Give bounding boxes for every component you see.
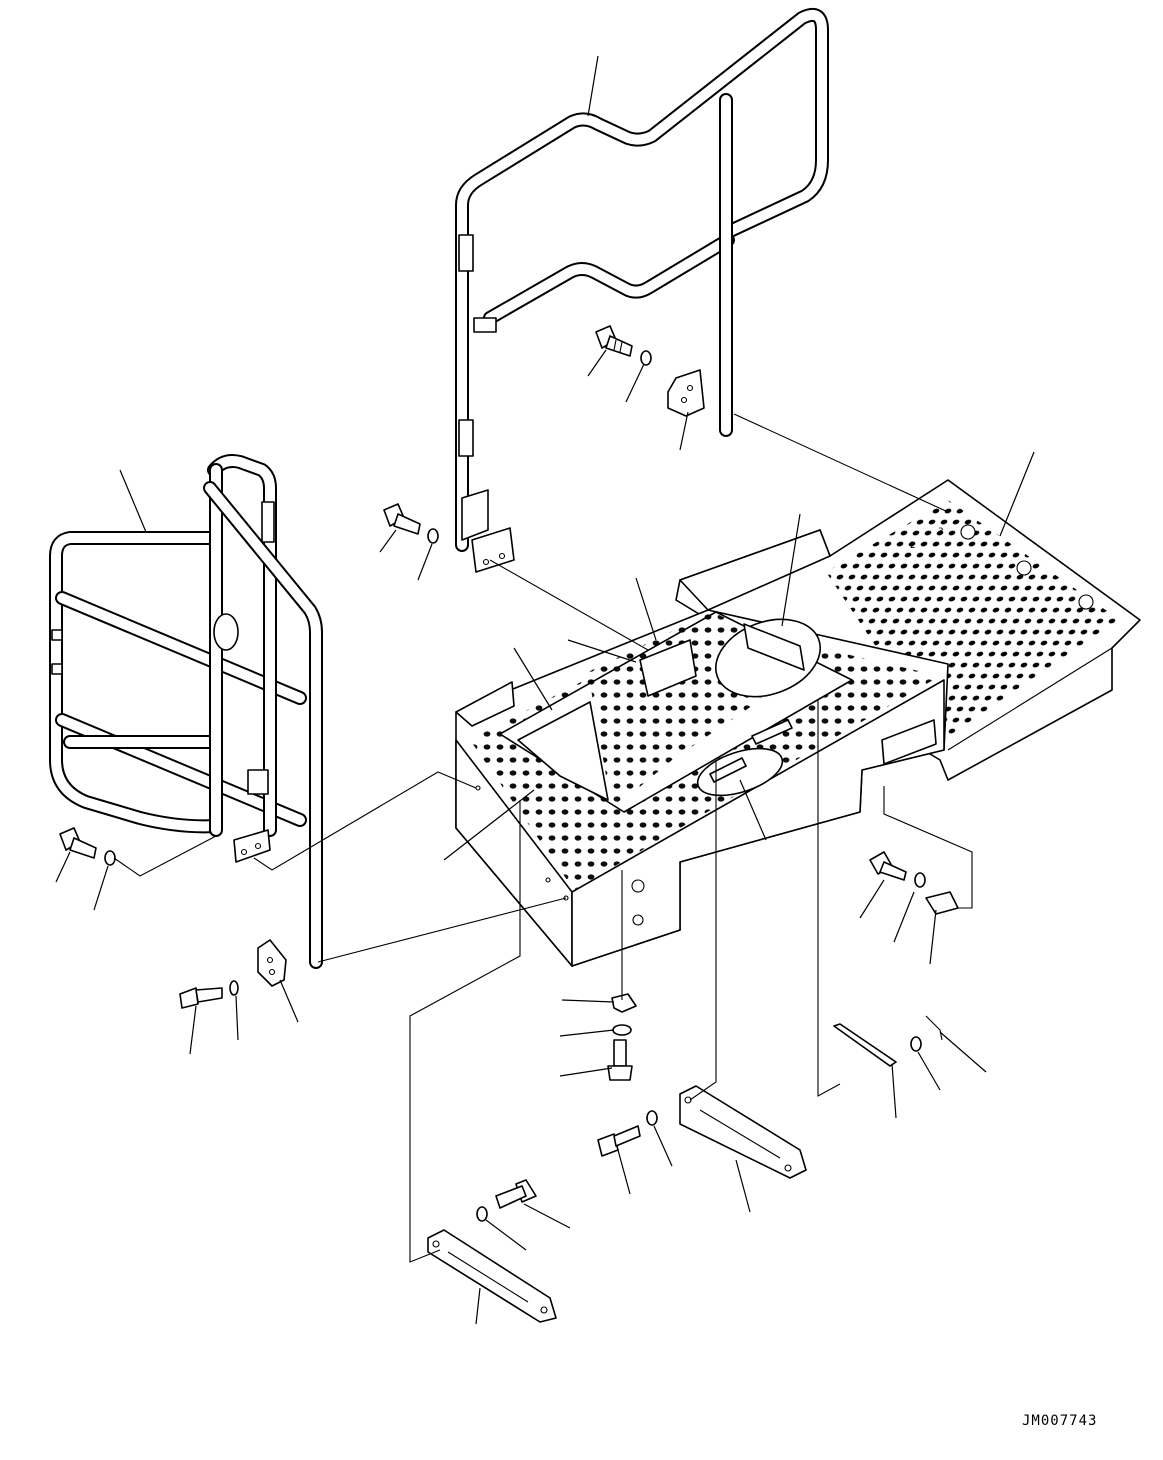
bolt-left-middle [59, 827, 116, 866]
plate-mark-2: 2 [910, 541, 916, 551]
bolt-upper-center [595, 325, 705, 417]
upper-handrail [455, 8, 829, 573]
leader-lines [55, 55, 1035, 1325]
drawing-id-label: JM007743 [1022, 1413, 1098, 1429]
bolt-lower-left [179, 939, 287, 1009]
bracket-parts-lower [427, 851, 959, 1323]
side-handrail [49, 454, 323, 969]
bolt-upper-left [383, 503, 439, 544]
plate-mark-3: 3 [938, 527, 944, 537]
assembly-lines [113, 413, 973, 1263]
